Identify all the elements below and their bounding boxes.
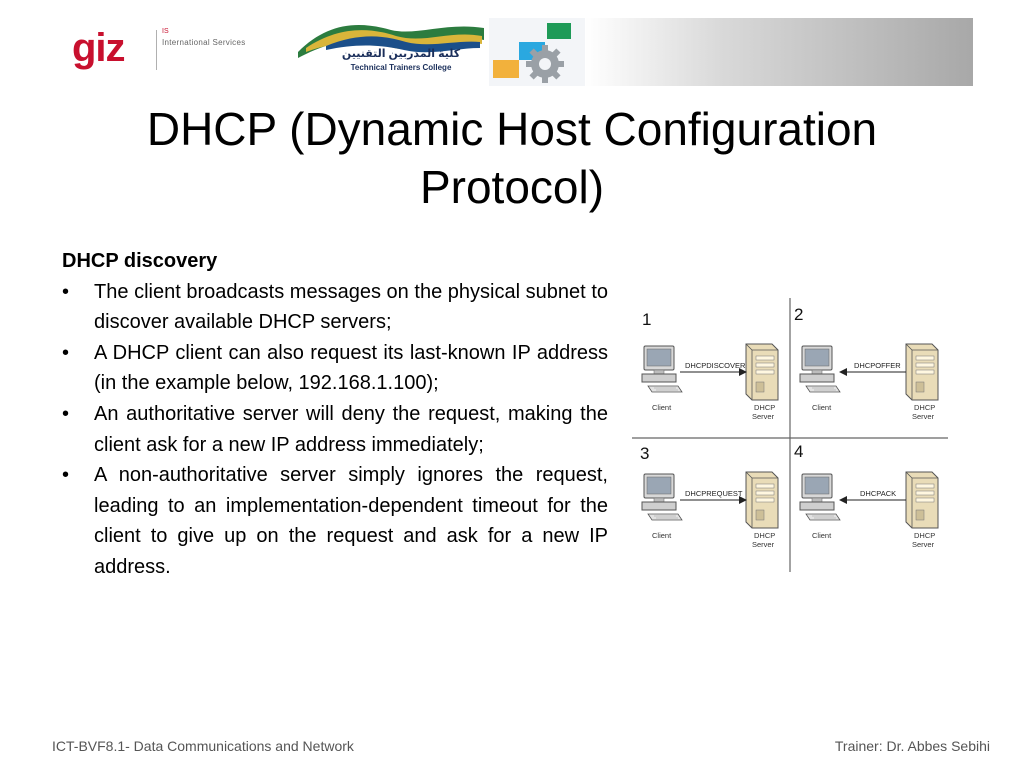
client-computer-icon xyxy=(641,345,683,393)
gear-icon xyxy=(493,23,571,83)
server-label-line-2: Server xyxy=(752,412,775,421)
client-computer-icon xyxy=(641,473,683,521)
bullet-point-icon: • xyxy=(62,341,70,364)
bullet-item: • An authoritative server will deny the … xyxy=(62,399,608,460)
server-label-line-1: DHCP xyxy=(914,403,935,412)
header-banner: giz IS International Services كلية المدر… xyxy=(60,18,973,86)
bullet-text: A DHCP client can also request its last-… xyxy=(94,341,608,395)
bullet-item: • A non-authoritative server simply igno… xyxy=(62,460,608,582)
step-number-label: 1 xyxy=(642,310,651,329)
bullet-list: • The client broadcasts messages on the … xyxy=(62,277,608,583)
server-label-line-1: DHCP xyxy=(754,531,775,540)
dhcp-diagram-canvas: 1 DHCPDISCOVER Client DHCP Server 2 DHCP… xyxy=(632,298,948,572)
giz-logo-wordmark: giz xyxy=(72,26,126,70)
header-gradient-band xyxy=(585,18,973,86)
server-label-line-2: Server xyxy=(912,412,935,421)
bullet-point-icon: • xyxy=(62,402,70,425)
slide-content: DHCP discovery • The client broadcasts m… xyxy=(62,246,608,583)
step-number-label: 3 xyxy=(640,444,649,463)
footer-course-label: ICT-BVF8.1- Data Communications and Netw… xyxy=(52,738,354,754)
ttc-logo-wave-graphic xyxy=(298,25,484,58)
diagram-step-4: 4 DHCPACK Client DHCP Server xyxy=(794,442,939,549)
client-computer-icon xyxy=(799,345,841,393)
dhcp-server-icon xyxy=(745,343,779,401)
giz-logo-services-label: International Services xyxy=(162,38,246,47)
dhcp-server-icon xyxy=(905,471,939,529)
bullet-item: • A DHCP client can also request its las… xyxy=(62,338,608,399)
bullet-text: An authoritative server will deny the re… xyxy=(94,402,608,456)
server-label-line-2: Server xyxy=(752,540,775,549)
server-label-line-2: Server xyxy=(912,540,935,549)
message-label: DHCPDISCOVER xyxy=(685,361,746,370)
dhcp-server-icon xyxy=(745,471,779,529)
ttc-logo-arabic-name: كلية المدربين التقنيين xyxy=(341,48,461,60)
bullet-text: A non-authoritative server simply ignore… xyxy=(94,464,608,578)
bullet-item: • The client broadcasts messages on the … xyxy=(62,277,608,338)
client-label: Client xyxy=(812,531,832,540)
client-label: Client xyxy=(812,403,832,412)
dhcp-handshake-diagram: 1 DHCPDISCOVER Client DHCP Server 2 DHCP… xyxy=(628,296,950,574)
client-computer-icon xyxy=(799,473,841,521)
step-number-label: 4 xyxy=(794,442,803,461)
slide-title: DHCP (Dynamic Host Configuration Protoco… xyxy=(146,103,878,213)
ttc-logo-english-name: Technical Trainers College xyxy=(350,63,452,72)
diagram-step-2: 2 DHCPOFFER Client DHCP Server xyxy=(794,305,939,421)
bullet-point-icon: • xyxy=(62,464,70,487)
message-label: DHCPOFFER xyxy=(854,361,901,370)
gear-tiles-logo xyxy=(489,18,585,86)
server-label-line-1: DHCP xyxy=(754,403,775,412)
dhcp-server-icon xyxy=(905,343,939,401)
bullet-text: The client broadcasts messages on the ph… xyxy=(94,280,608,334)
giz-logo-separator xyxy=(156,30,157,70)
diagram-step-1: 1 DHCPDISCOVER Client DHCP Server xyxy=(641,310,779,421)
step-number-label: 2 xyxy=(794,305,803,324)
diagram-step-3: 3 DHCPREQUEST Client DHCP Server xyxy=(640,444,779,549)
client-label: Client xyxy=(652,531,672,540)
section-heading: DHCP discovery xyxy=(62,250,218,272)
bullet-point-icon: • xyxy=(62,280,70,303)
message-label: DHCPREQUEST xyxy=(685,489,743,498)
server-label-line-1: DHCP xyxy=(914,531,935,540)
footer-trainer-label: Trainer: Dr. Abbes Sebihi xyxy=(834,738,990,754)
giz-logo: giz IS International Services xyxy=(72,26,292,74)
message-label: DHCPACK xyxy=(860,489,896,498)
technical-trainers-college-logo: كلية المدربين التقنيين Technical Trainer… xyxy=(296,18,488,86)
giz-logo-is-label: IS xyxy=(162,28,169,35)
client-label: Client xyxy=(652,403,672,412)
